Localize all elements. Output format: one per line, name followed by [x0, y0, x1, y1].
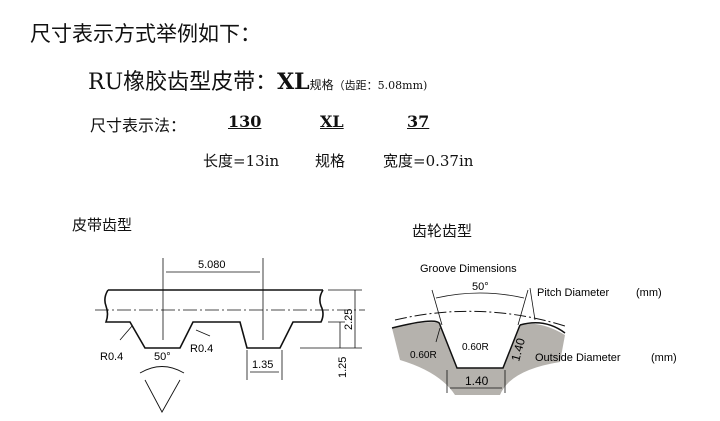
length-code: 130 — [228, 112, 262, 131]
radius-right-pulley: 0.60R — [462, 342, 489, 353]
pitch-diameter-label: Pitch Diameter — [537, 287, 609, 299]
width-desc: 宽度=0.37in — [383, 152, 474, 170]
type-code: XL — [320, 112, 344, 131]
notation-label: 尺寸表示法： — [90, 116, 187, 135]
page-heading: 尺寸表示方式举例如下： — [30, 22, 261, 46]
belt-diagram-title: 皮带齿型 — [72, 216, 133, 234]
product-spec: 规格 — [309, 78, 334, 92]
product-title: RU橡胶齿型皮带：XL规格（齿距：5.08mm) — [88, 64, 427, 96]
groove-bottom-width: 1.40 — [465, 374, 489, 388]
belt-angle: 50° — [154, 351, 171, 363]
type-desc: 规格 — [315, 152, 346, 170]
pitch-unit: (mm) — [636, 287, 662, 299]
product-pitch: （齿距：5.08mm) — [333, 79, 428, 92]
radius-left: R0.4 — [100, 351, 123, 363]
radius-left-pulley: 0.60R — [410, 350, 437, 361]
length-desc: 长度=13in — [203, 152, 280, 170]
outside-unit: (mm) — [651, 352, 677, 364]
groove-label: Groove Dimensions — [420, 263, 517, 275]
radius-right: R0.4 — [190, 343, 213, 355]
width-code: 37 — [407, 112, 430, 131]
pulley-diagram-title: 齿轮齿型 — [412, 222, 473, 240]
pitch-dim: 5.080 — [198, 259, 226, 271]
outside-diameter-label: Outside Diameter — [535, 352, 621, 364]
groove-angle: 50° — [472, 281, 489, 293]
tooth-width: 1.35 — [252, 359, 273, 371]
total-height: 2.25 — [343, 309, 355, 330]
groove-depth: 1.40 — [508, 336, 528, 362]
tooth-height: 1.25 — [337, 357, 349, 378]
product-name: RU橡胶齿型皮带： — [88, 70, 278, 95]
product-code: XL — [277, 69, 310, 95]
